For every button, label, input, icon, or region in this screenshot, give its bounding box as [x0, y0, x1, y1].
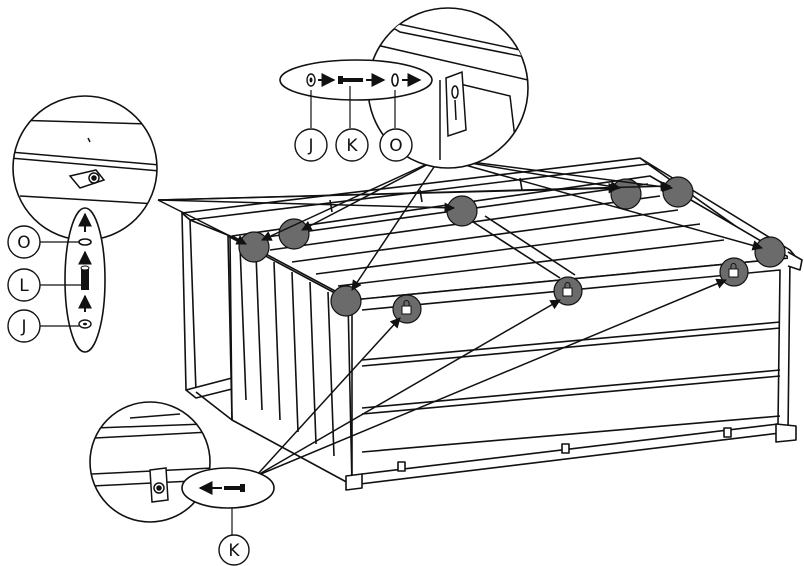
- left-hardware-sequence: [39, 207, 106, 353]
- spacer-icon: [78, 238, 92, 246]
- marker-right-corner: [754, 236, 786, 268]
- label-o-top: O: [389, 136, 402, 156]
- label-k-top: K: [346, 136, 358, 156]
- washer-icon: [306, 73, 316, 87]
- label-o-left: O: [17, 233, 30, 253]
- left-detail-callout: [12, 95, 158, 241]
- storage-box: [181, 157, 803, 491]
- marker-front-left-corner: [330, 285, 362, 317]
- left-part-labels: O L J: [7, 225, 41, 343]
- pin-icon: [80, 265, 90, 290]
- label-l-left: L: [19, 276, 29, 296]
- top-detail-callout: [367, 7, 529, 169]
- label-j-left: J: [20, 317, 26, 337]
- label-j-top: J: [307, 136, 313, 156]
- marker-back-middle: [446, 195, 478, 227]
- label-k-bottom: K: [228, 541, 240, 561]
- top-hardware-sequence: [279, 59, 433, 128]
- bottom-hardware-sequence: [181, 467, 275, 538]
- bolt-icon: [338, 76, 363, 84]
- washer-icon: [78, 319, 92, 329]
- spacer-icon: [391, 73, 399, 87]
- lock-icon: [728, 268, 739, 278]
- lock-icon: [401, 305, 412, 315]
- marker-back-left: [238, 231, 270, 263]
- marker-back-corner: [662, 176, 694, 208]
- top-part-labels: J K O: [294, 128, 413, 162]
- marker-back-left-2: [278, 218, 310, 250]
- lock-icons: [401, 263, 739, 315]
- bolt-icon: [224, 484, 245, 492]
- bottom-detail-callout: [89, 401, 211, 523]
- lock-icon: [562, 287, 573, 297]
- bottom-part-labels: K: [218, 534, 250, 566]
